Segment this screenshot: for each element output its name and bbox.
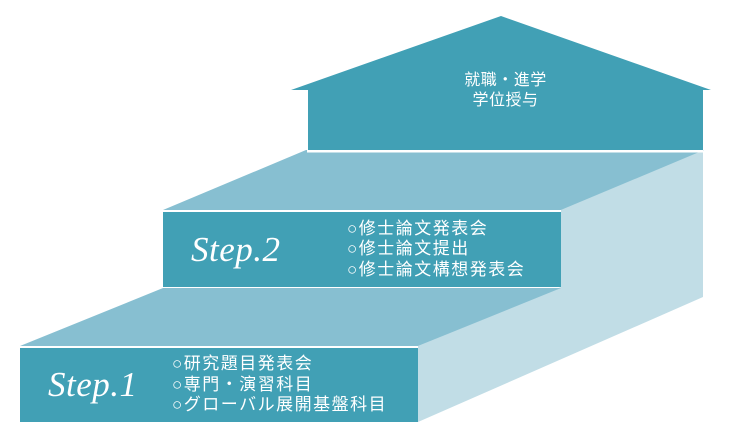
step2-top-face — [163, 150, 704, 210]
step2-list: ○修士論文発表会 ○修士論文提出 ○修士論文構想発表会 — [347, 212, 525, 287]
step2-block: Step.2 ○修士論文発表会 ○修士論文提出 ○修士論文構想発表会 — [163, 212, 561, 287]
up-arrow-icon — [291, 16, 711, 150]
step1-list-item: ○グローバル展開基盤科目 — [172, 395, 388, 415]
step2-title: Step.2 — [191, 229, 281, 269]
step2-list-item: ○修士論文提出 — [347, 239, 470, 259]
step1-top-face — [20, 288, 561, 346]
step1-block: Step.1 ○研究題目発表会 ○専門・演習科目 ○グローバル展開基盤科目 — [20, 348, 418, 422]
step1-title: Step.1 — [48, 365, 138, 404]
staircase-side-face — [418, 150, 703, 422]
step2-list-item: ○修士論文構想発表会 — [347, 259, 526, 279]
arrow-caption-line1: 就職・進学 — [464, 72, 547, 89]
seam-step1 — [20, 346, 418, 348]
step2-front-face — [163, 212, 561, 287]
arrow-caption-line2: 学位授与 — [472, 92, 539, 109]
seam-step2 — [163, 210, 561, 212]
seam-under-arrow — [307, 150, 703, 153]
step1-front-face — [20, 348, 418, 422]
arrow-caption: 就職・進学 学位授与 — [308, 71, 703, 111]
step1-list-item: ○研究題目発表会 — [172, 354, 314, 374]
step1-list: ○研究題目発表会 ○専門・演習科目 ○グローバル展開基盤科目 — [172, 348, 387, 422]
step1-list-item: ○専門・演習科目 — [172, 374, 314, 394]
step2-list-item: ○修士論文発表会 — [347, 218, 489, 238]
